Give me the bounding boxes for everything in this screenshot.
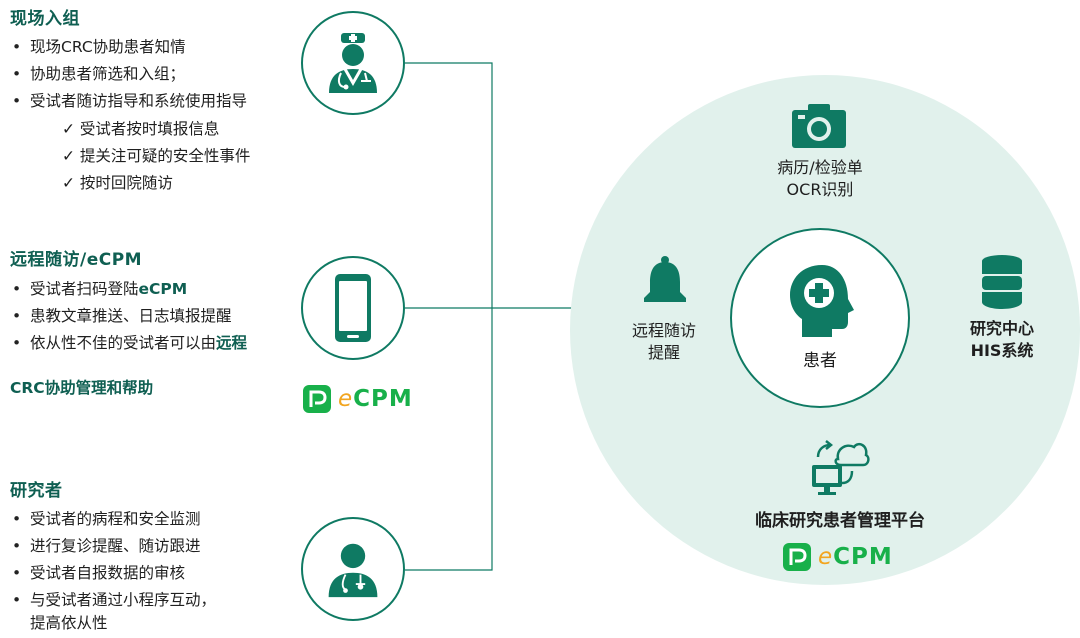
onsite-bullets: 现场CRC协助患者知情 协助患者筛选和入组； 受试者随访指导和系统使用指导: [8, 34, 247, 115]
list-item: 受试者随访指导和系统使用指导: [8, 88, 247, 115]
list-item: 患教文章推送、日志填报提醒: [8, 303, 247, 330]
doctor-circle: [301, 11, 405, 115]
bullet-text: 依从性不佳的受试者可以由: [30, 334, 217, 352]
list-item: 协助患者筛选和入组；: [8, 61, 247, 88]
ecpm-logo: eCPM: [782, 542, 893, 572]
logo-e: e: [338, 386, 354, 412]
his-line1: 研究中心: [969, 319, 1034, 338]
section-title-onsite: 现场入组: [10, 9, 80, 29]
bullet-continuation: 提高依从性: [30, 614, 108, 632]
remind-line2: 提醒: [647, 343, 680, 362]
section-title-remote: 远程随访/eCPM: [10, 250, 143, 270]
ecpm-logo-icon: [303, 385, 331, 413]
his-line2: HIS系统: [970, 341, 1034, 360]
check-item: ✓ 按时回院随访: [62, 174, 173, 192]
list-item: 现场CRC协助患者知情: [8, 34, 247, 61]
researcher-bullets: 受试者的病程和安全监测 进行复诊提醒、随访跟进 受试者自报数据的审核 与受试者通…: [8, 506, 216, 614]
patient-head-icon: [790, 265, 854, 337]
cloud-sync-monitor-icon: [812, 440, 870, 495]
patient-label: 患者: [803, 351, 837, 371]
researcher-icon: [328, 543, 378, 598]
ecpm-wordmark: eCPM: [818, 544, 893, 570]
ecpm-logo-icon: [783, 543, 811, 571]
remote-bullets: 受试者扫码登陆eCPM 患教文章推送、日志填报提醒 依从性不佳的受试者可以由远程: [8, 276, 247, 357]
bell-icon: [644, 256, 686, 302]
check-item: ✓ 提关注可疑的安全性事件: [62, 147, 251, 165]
list-item: 进行复诊提醒、随访跟进: [8, 533, 216, 560]
bullet-highlight: 远程: [216, 334, 248, 352]
section-title-researcher: 研究者: [10, 481, 63, 501]
ecpm-wordmark: eCPM: [338, 386, 413, 412]
list-item: 受试者自报数据的审核: [8, 560, 216, 587]
check-item: ✓ 受试者按时填报信息: [62, 120, 220, 138]
database-icon: [982, 255, 1022, 309]
bullet-highlight: eCPM: [138, 280, 188, 298]
ocr-line2: OCR识别: [786, 180, 854, 199]
logo-rest: CPM: [833, 544, 893, 570]
list-item: 与受试者通过小程序互动，: [8, 587, 216, 614]
ecpm-logo: eCPM: [302, 384, 413, 414]
logo-e: e: [818, 544, 834, 570]
camera-icon: [792, 104, 846, 148]
list-item: 受试者扫码登陆eCPM: [8, 276, 247, 303]
researcher-circle: [301, 517, 405, 621]
bullet-continuation: CRC协助管理和帮助: [10, 379, 154, 397]
onsite-checks: ✓ 受试者按时填报信息 ✓ 提关注可疑的安全性事件 ✓ 按时回院随访: [62, 116, 250, 197]
list-item: 依从性不佳的受试者可以由远程: [8, 330, 247, 357]
doctor-icon: [329, 33, 377, 93]
logo-rest: CPM: [353, 386, 413, 412]
bullet-text: 受试者扫码登陆: [30, 280, 139, 298]
list-item: 受试者的病程和安全监测: [8, 506, 216, 533]
remind-label: 远程随访 提醒: [604, 320, 724, 364]
remind-line1: 远程随访: [631, 321, 696, 340]
platform-label: 临床研究患者管理平台: [755, 511, 925, 531]
his-label: 研究中心 HIS系统: [942, 318, 1062, 362]
ocr-label: 病历/检验单 OCR识别: [740, 157, 900, 201]
smartphone-icon: [335, 274, 371, 342]
ocr-line1: 病历/检验单: [777, 158, 863, 177]
phone-circle: [301, 256, 405, 360]
